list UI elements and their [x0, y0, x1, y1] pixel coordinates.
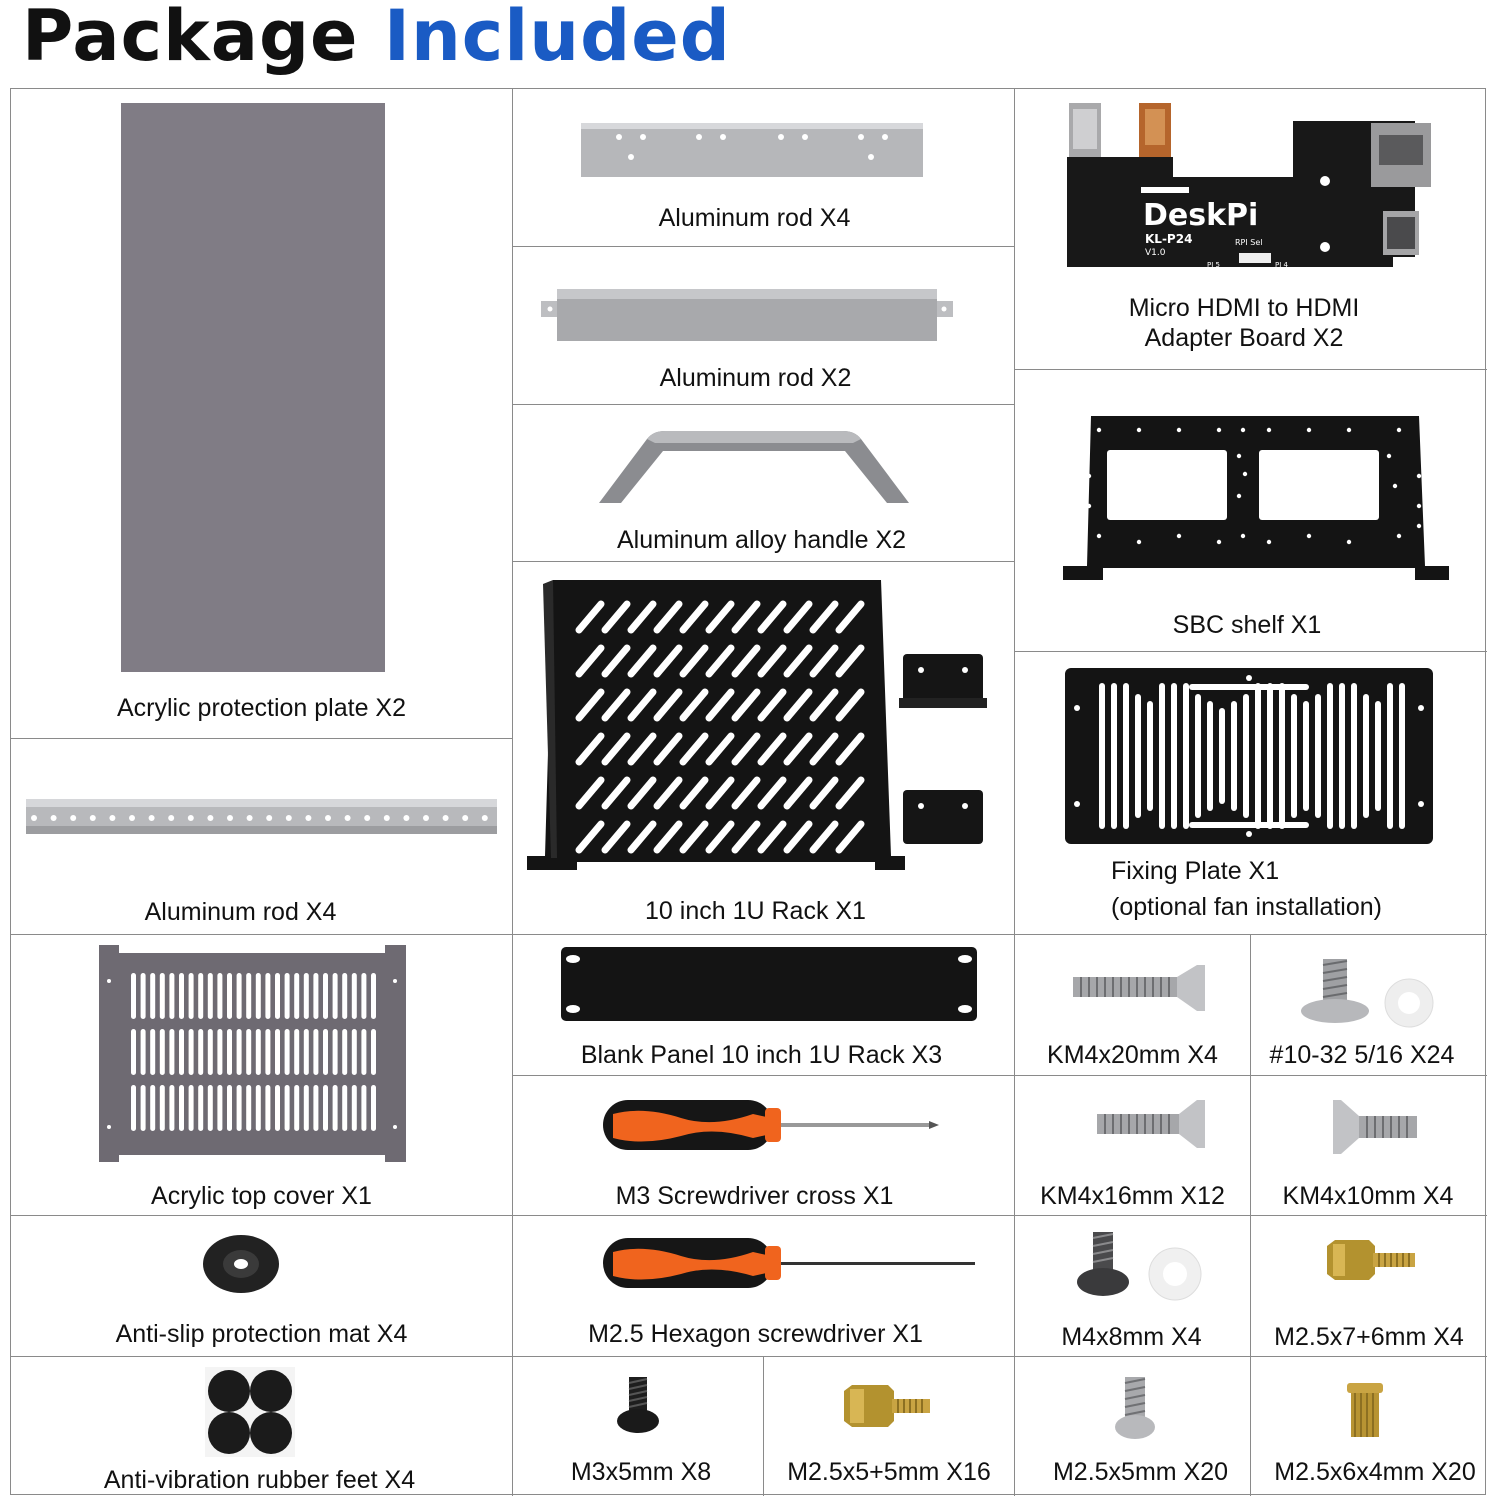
cell-sbc-shelf: SBC shelf X1 — [1015, 370, 1487, 652]
label-fixing-line2: (optional fan installation) — [1111, 893, 1382, 921]
cell-m25x5: M2.5x5mm X20 — [1015, 1357, 1251, 1496]
board-version: V1.0 — [1145, 248, 1166, 258]
label-acrylic-plate: Acrylic protection plate X2 — [116, 694, 407, 722]
label-top-cover: Acrylic top cover X1 — [151, 1182, 372, 1210]
rod-long-image — [26, 799, 497, 834]
cell-m25x7: M2.5x7+6mm X4 — [1251, 1216, 1487, 1357]
label-screwdriver-cross: M3 Screwdriver cross X1 — [615, 1182, 894, 1210]
acrylic-plate-image — [121, 103, 385, 672]
label-km4x10: KM4x10mm X4 — [1282, 1182, 1454, 1210]
label-m3x5: M3x5mm X8 — [570, 1458, 712, 1486]
label-hex-screwdriver: M2.5 Hexagon screwdriver X1 — [588, 1320, 923, 1348]
cell-rack: 10 inch 1U Rack X1 — [513, 562, 1015, 935]
rod-top-image — [581, 123, 923, 177]
fixing-plate-image — [1065, 668, 1433, 844]
m25x5-5-standoff-image — [844, 1385, 930, 1427]
cell-antislip: Anti-slip protection mat X4 — [11, 1216, 513, 1357]
label-m25x5: M2.5x5mm X20 — [1052, 1458, 1229, 1486]
hdmi-adapter-board-image: DeskPi KL-P24 V1.0 RPI Sel PI 5 PI 4 — [1067, 103, 1431, 269]
board-brand: DeskPi — [1143, 198, 1258, 233]
label-antislip: Anti-slip protection mat X4 — [115, 1320, 408, 1348]
board-model: KL-P24 — [1145, 232, 1192, 246]
label-sbc: SBC shelf X1 — [1172, 611, 1322, 639]
page-title: Package Included — [22, 0, 731, 78]
label-blank-panel: Blank Panel 10 inch 1U Rack X3 — [580, 1041, 943, 1069]
label-m25x7: M2.5x7+6mm X4 — [1274, 1323, 1464, 1351]
rack-bracket-top-image — [899, 654, 987, 708]
cell-km4x16: KM4x16mm X12 — [1015, 1076, 1251, 1216]
km4x10-screw-image — [1333, 1100, 1417, 1154]
screwdriver-cross-image — [603, 1100, 939, 1150]
m25x5-screw-image — [1115, 1377, 1155, 1439]
m3x5-screw-image — [617, 1377, 659, 1433]
label-rod-top: Aluminum rod X4 — [658, 204, 851, 232]
label-m4x8: M4x8mm X4 — [1061, 1323, 1202, 1351]
board-pi5: PI 5 — [1207, 261, 1220, 269]
board-sel: RPI Sel — [1235, 238, 1263, 247]
board-pi4: PI 4 — [1275, 261, 1289, 269]
top-cover-image — [99, 945, 406, 1162]
cell-m25x6x4: M2.5x6x4mm X20 — [1251, 1357, 1487, 1496]
rod-mid-image — [541, 289, 953, 341]
label-handle: Aluminum alloy handle X2 — [616, 526, 907, 554]
sbc-shelf-image — [1063, 416, 1449, 580]
m25x6x4-insert-image — [1347, 1383, 1383, 1437]
label-m25x6x4: M2.5x6x4mm X20 — [1274, 1458, 1476, 1486]
cell-rod-mid: Aluminum rod X2 — [513, 247, 1015, 405]
label-10-32: #10-32 5/16 X24 — [1269, 1041, 1455, 1069]
cell-10-32: #10-32 5/16 X24 — [1251, 935, 1487, 1076]
m4x8-screw-image — [1077, 1232, 1202, 1301]
cell-km4x20: KM4x20mm X4 — [1015, 935, 1251, 1076]
antislip-mat-image — [203, 1235, 279, 1293]
rubber-feet-image — [205, 1367, 295, 1457]
blank-panel-image — [561, 947, 977, 1021]
cell-top-cover: Acrylic top cover X1 — [11, 935, 513, 1216]
label-rubber-feet: Anti-vibration rubber feet X4 — [103, 1466, 416, 1494]
label-km4x20: KM4x20mm X4 — [1047, 1041, 1218, 1069]
label-fixing-line1: Fixing Plate X1 — [1111, 857, 1280, 885]
cell-blank-panel: Blank Panel 10 inch 1U Rack X3 — [513, 935, 1015, 1076]
label-rack: 10 inch 1U Rack X1 — [645, 897, 866, 925]
cell-m3x5: M3x5mm X8 — [513, 1357, 764, 1496]
cell-hex-screwdriver: M2.5 Hexagon screwdriver X1 — [513, 1216, 1015, 1357]
label-rod-mid: Aluminum rod X2 — [659, 364, 852, 392]
label-rod-long: Aluminum rod X4 — [144, 898, 337, 926]
m25x7-standoff-image — [1327, 1240, 1415, 1280]
cell-km4x10: KM4x10mm X4 — [1251, 1076, 1487, 1216]
10-32-screw-image — [1301, 959, 1434, 1028]
cell-m25x5-5: M2.5x5+5mm X16 — [764, 1357, 1015, 1496]
cell-fixing-plate: Fixing Plate X1 (optional fan installati… — [1015, 652, 1487, 935]
label-km4x16: KM4x16mm X12 — [1040, 1182, 1225, 1210]
cell-rubber-feet: Anti-vibration rubber feet X4 — [11, 1357, 513, 1496]
cell-screwdriver-cross: M3 Screwdriver cross X1 — [513, 1076, 1015, 1216]
label-m25x5-5: M2.5x5+5mm X16 — [787, 1458, 991, 1486]
km4x16-screw-image — [1097, 1100, 1205, 1148]
km4x20-screw-image — [1073, 965, 1205, 1011]
cell-rod-top: Aluminum rod X4 — [513, 89, 1015, 247]
package-grid: Acrylic protection plate X2 Aluminum rod… — [10, 88, 1487, 1496]
rack-bracket-bottom-image — [903, 790, 983, 844]
label-hdmi-line1: Micro HDMI to HDMI — [1128, 294, 1360, 322]
title-package: Package — [22, 0, 359, 77]
cell-hdmi-adapter: DeskPi KL-P24 V1.0 RPI Sel PI 5 PI 4 Mic… — [1015, 89, 1487, 370]
cell-handle: Aluminum alloy handle X2 — [513, 405, 1015, 562]
cell-rod-long: Aluminum rod X4 — [11, 739, 513, 935]
handle-image — [599, 431, 909, 503]
cell-m4x8: M4x8mm X4 — [1015, 1216, 1251, 1357]
hex-screwdriver-image — [603, 1238, 975, 1288]
cell-acrylic-plate: Acrylic protection plate X2 — [11, 89, 513, 739]
label-hdmi-line2: Adapter Board X2 — [1144, 324, 1344, 352]
title-included: Included — [383, 0, 731, 77]
rack-shelf-image — [527, 580, 905, 870]
